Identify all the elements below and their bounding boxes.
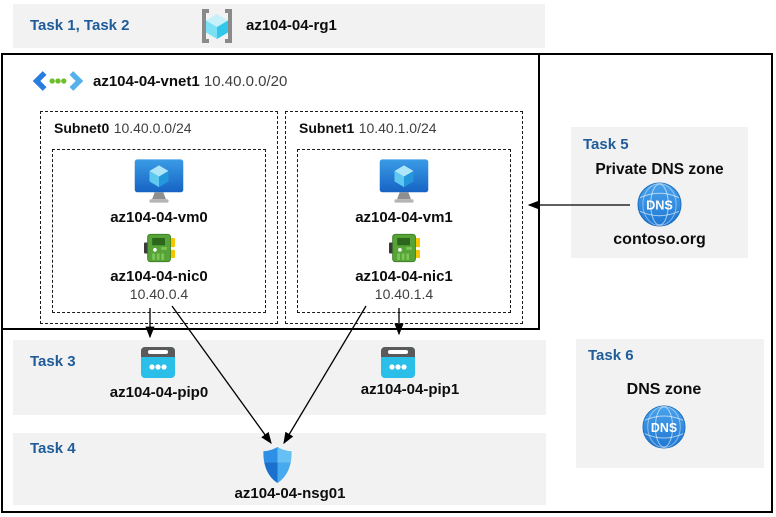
resource-group-name: az104-04-rg1 bbox=[246, 17, 337, 34]
vnet-cidr: 10.40.0.0/20 bbox=[203, 72, 288, 90]
nic0-icon bbox=[143, 233, 175, 263]
task5-label: Task 5 bbox=[583, 136, 629, 153]
dns-zone-title: DNS zone bbox=[626, 381, 702, 398]
private-dns-icon-text: DNS bbox=[646, 197, 673, 212]
subnet1-name: Subnet1 bbox=[299, 120, 355, 136]
subnet0-cidr: 10.40.0.0/24 bbox=[113, 120, 192, 136]
task6-box: Task 6 DNS zone DNS bbox=[576, 339, 764, 468]
subnet1-inner-box: az104-04-vm1 az104-04-nic1 10.40.1.4 bbox=[297, 149, 511, 313]
pip0-icon bbox=[141, 347, 175, 378]
contoso-zone-label: contoso.org bbox=[613, 231, 706, 248]
private-dns-icon: DNS bbox=[637, 182, 682, 227]
vm0-icon bbox=[134, 159, 184, 203]
resource-group-icon bbox=[202, 9, 232, 43]
pip1-label: az104-04-pip1 bbox=[360, 381, 460, 398]
subnet0-label: Subnet0 10.40.0.0/24 bbox=[54, 120, 192, 138]
vm1-label: az104-04-vm1 bbox=[355, 209, 453, 226]
vnet-box: az104-04-vnet1 10.40.0.0/20 Subnet0 10.4… bbox=[1, 53, 540, 330]
nic0-label: az104-04-nic0 bbox=[110, 268, 208, 285]
private-dns-zone-title: Private DNS zone bbox=[595, 161, 724, 178]
pip1-icon bbox=[381, 347, 415, 378]
task4-band: Task 4 az104-04-nsg01 bbox=[13, 433, 546, 505]
nic1-ip: 10.40.1.4 bbox=[374, 286, 434, 302]
subnet1-cidr: 10.40.1.0/24 bbox=[358, 120, 437, 136]
vm1-icon bbox=[379, 159, 429, 203]
task3-band: Task 3 az104-04-pip0 az104-04-pip1 bbox=[13, 340, 546, 415]
subnet0-name: Subnet0 bbox=[54, 120, 110, 136]
nic1-label: az104-04-nic1 bbox=[355, 268, 453, 285]
task5-box: Task 5 Private DNS zone DNS contoso.org bbox=[571, 127, 748, 258]
task3-label: Task 3 bbox=[30, 353, 76, 370]
virtual-network-icon bbox=[33, 71, 83, 91]
vm0-label: az104-04-vm0 bbox=[110, 209, 208, 226]
dns-zone-icon-text: DNS bbox=[651, 421, 677, 435]
subnet1-box: Subnet1 10.40.1.0/24 az104-04-vm1 bbox=[285, 111, 523, 324]
task6-label: Task 6 bbox=[588, 347, 634, 364]
nsg-label: az104-04-nsg01 bbox=[234, 485, 346, 502]
task-1-2-label: Task 1, Task 2 bbox=[30, 17, 130, 34]
subnet1-label: Subnet1 10.40.1.0/24 bbox=[299, 120, 437, 138]
subnet0-inner-box: az104-04-vm0 az104-04-nic0 10.40.0.4 bbox=[52, 149, 266, 313]
nic1-icon bbox=[388, 233, 420, 263]
resource-group-band: Task 1, Task 2 az104-04-rg1 bbox=[13, 4, 545, 48]
nic0-ip: 10.40.0.4 bbox=[129, 286, 189, 302]
vnet-name: az104-04-vnet1 bbox=[93, 72, 200, 90]
nsg-shield-icon bbox=[263, 446, 292, 484]
subnet0-box: Subnet0 10.40.0.0/24 az104-04-vm0 bbox=[40, 111, 278, 324]
dns-zone-icon: DNS bbox=[642, 405, 686, 449]
pip0-label: az104-04-pip0 bbox=[109, 384, 209, 401]
vnet-title: az104-04-vnet1 10.40.0.0/20 bbox=[93, 73, 287, 90]
task4-label: Task 4 bbox=[30, 440, 76, 457]
